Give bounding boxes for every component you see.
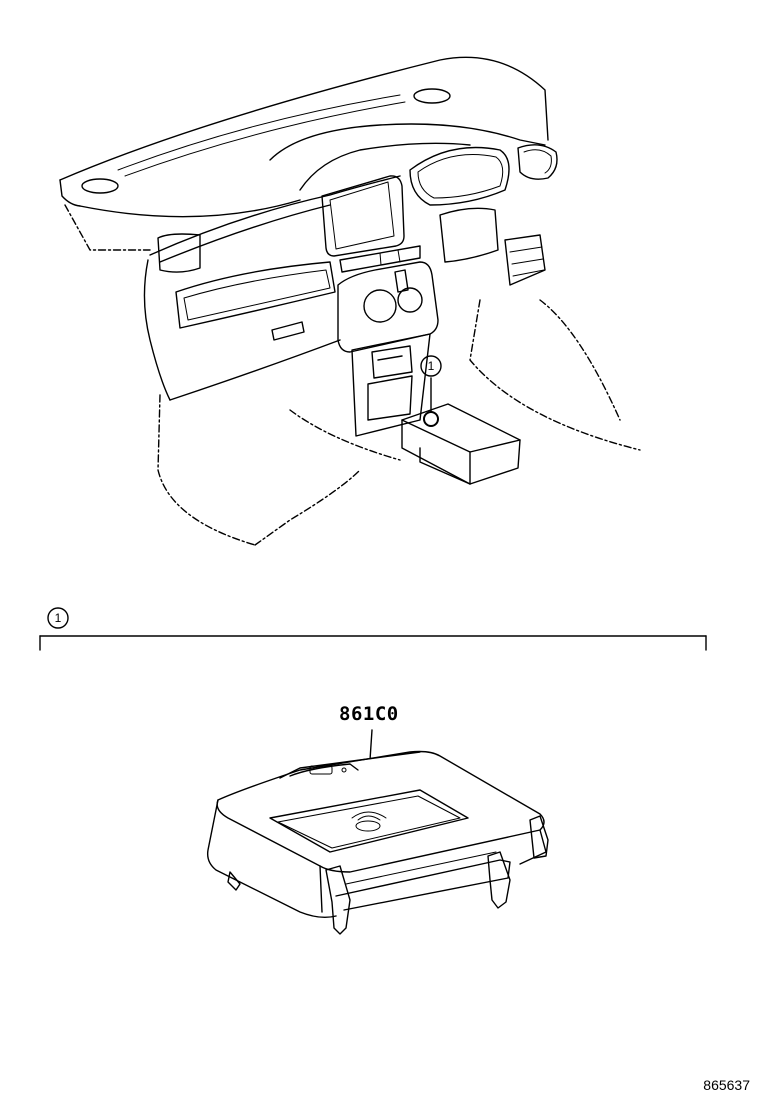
wireless-charger-illustration bbox=[206, 729, 549, 935]
section-bracket bbox=[39, 607, 707, 651]
location-callout-number: 1 bbox=[427, 359, 435, 373]
section-callout-number: 1 bbox=[54, 611, 62, 625]
dashboard-illustration bbox=[59, 56, 641, 546]
wireless-charging-icon bbox=[351, 811, 387, 832]
part-number-label: 861C0 bbox=[339, 703, 399, 725]
diagram-id-label: 865637 bbox=[703, 1077, 750, 1093]
